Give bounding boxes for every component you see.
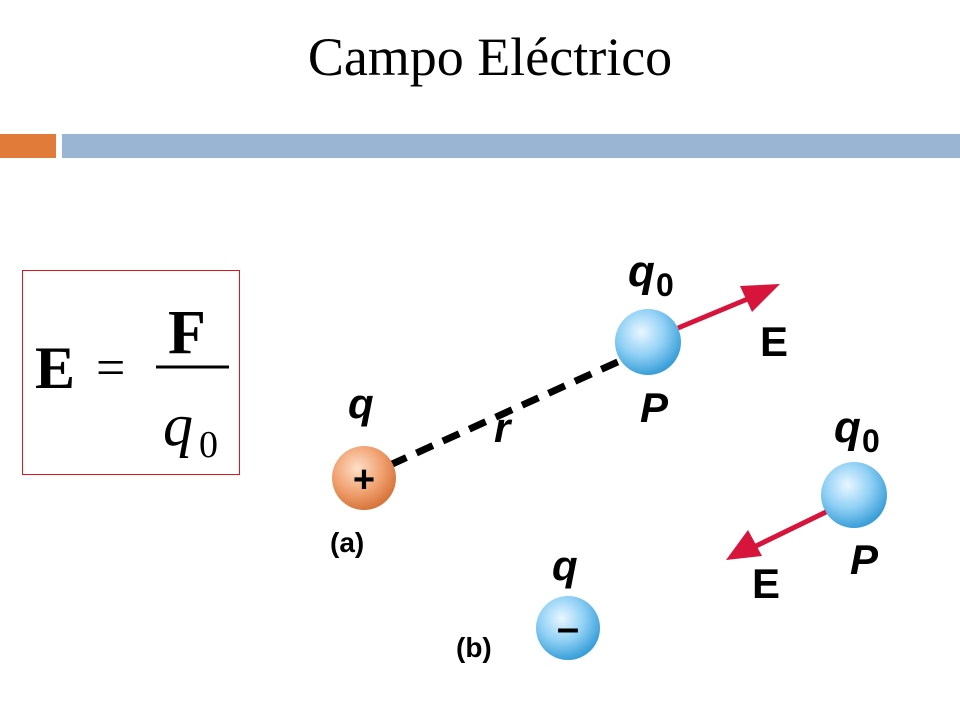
positive-sign: + bbox=[353, 459, 375, 501]
test-charge-label-a: q bbox=[628, 247, 655, 296]
test-charge-label-b: q bbox=[834, 403, 861, 452]
formula-box: E = F q 0 bbox=[22, 270, 240, 475]
distance-label: r bbox=[494, 404, 513, 451]
point-label-a: P bbox=[640, 384, 669, 431]
formula-svg: E = F q 0 bbox=[35, 299, 229, 466]
field-arrow-head-a bbox=[740, 284, 780, 312]
field-label-a: E bbox=[760, 318, 788, 365]
test-charge-sphere-a bbox=[615, 309, 681, 375]
negative-sign: – bbox=[557, 606, 579, 650]
positive-charge-sphere bbox=[332, 446, 396, 510]
field-arrow-shaft-b bbox=[754, 509, 828, 549]
formula-numerator-f: F bbox=[168, 299, 206, 367]
formula-lhs-e: E bbox=[35, 335, 75, 401]
test-charge-sphere-b bbox=[821, 462, 887, 528]
formula-denominator-q: q bbox=[163, 392, 193, 458]
source-charge-label-a: q bbox=[348, 380, 374, 427]
field-label-b: E bbox=[752, 560, 780, 607]
source-charge-label-b: q bbox=[552, 542, 578, 589]
panel-label-b: (b) bbox=[456, 632, 492, 663]
formula-equals: = bbox=[96, 340, 125, 397]
slide-title: Campo Eléctrico bbox=[307, 27, 673, 87]
formula-denominator-subscript: 0 bbox=[199, 424, 218, 466]
point-label-b: P bbox=[850, 536, 879, 583]
test-charge-subscript-b: 0 bbox=[862, 423, 880, 459]
field-arrow-shaft-a bbox=[677, 295, 751, 331]
field-arrow-head-b bbox=[726, 530, 762, 560]
accent-bar-blue bbox=[62, 134, 960, 158]
accent-bar-orange bbox=[0, 134, 56, 158]
panel-label-a: (a) bbox=[330, 527, 364, 558]
distance-dashed-line bbox=[388, 356, 624, 469]
negative-charge-sphere bbox=[536, 596, 600, 660]
test-charge-subscript-a: 0 bbox=[656, 267, 674, 303]
